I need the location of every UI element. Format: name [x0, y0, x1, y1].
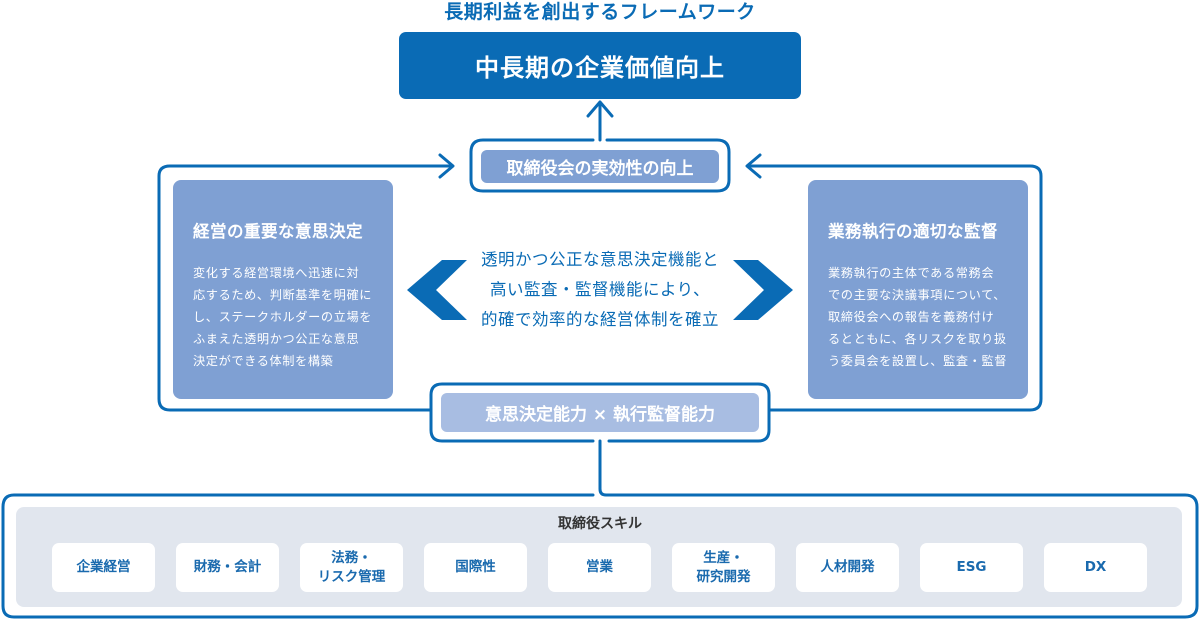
- goal-label: 中長期の企業価値向上: [475, 54, 725, 82]
- desc-line: るとともに、各リスクを取り扱: [828, 332, 1007, 346]
- capability-pill: 意思決定能力 × 執行監督能力: [441, 393, 759, 432]
- desc-line: 変化する経営環境へ迅速に対: [193, 266, 360, 280]
- desc-line: 決定ができる体制を構築: [193, 354, 334, 368]
- desc-line: ふまえた透明かつ公正な意思: [193, 332, 360, 346]
- skill-esg: ESG: [920, 543, 1023, 592]
- desc-line: し、ステークホルダーの立場を: [193, 310, 373, 324]
- desc-line: う委員会を設置し、監査・監督: [828, 354, 1008, 368]
- skill-hr-development: 人材開発: [796, 543, 899, 592]
- effectiveness-pill: 取締役会の実効性の向上: [481, 150, 719, 183]
- skill-international: 国際性: [424, 543, 527, 592]
- skill-dx: DX: [1044, 543, 1147, 592]
- decision-making-description: 変化する経営環境へ迅速に対 応するため、判断基準を明確に し、ステークホルダーの…: [193, 262, 375, 372]
- skill-label: 法務・: [331, 549, 372, 566]
- supervision-card: 業務執行の適切な監督 業務執行の主体である常務会 での主要な決議事項について、 …: [808, 180, 1028, 399]
- skill-label: 人材開発: [820, 559, 875, 575]
- skills-connector: [1, 439, 1199, 619]
- capability-frame: [429, 382, 771, 443]
- center-line: 的確で効率的な経営体制を確立: [481, 310, 719, 329]
- framework-heading: 長期利益を創出するフレームワーク: [444, 1, 756, 23]
- skill-production-rnd: 生産・研究開発: [672, 543, 775, 592]
- decision-making-title: 経営の重要な意思決定: [193, 222, 363, 241]
- up-arrow-icon: [586, 100, 614, 142]
- chevron-left-icon: [407, 260, 467, 320]
- left-arrow-icon: [745, 153, 762, 179]
- skill-legal-risk: 法務・リスク管理: [300, 543, 403, 592]
- goal-box: 中長期の企業価値向上: [399, 32, 801, 99]
- capability-label: 意思決定能力 × 執行監督能力: [484, 405, 716, 425]
- desc-line: 取締役会への報告を義務付け: [828, 310, 995, 324]
- skill-corporate-management: 企業経営: [52, 543, 155, 592]
- effectiveness-frame: [469, 138, 731, 193]
- skill-label: 生産・: [703, 549, 744, 566]
- center-line: 透明かつ公正な意思決定機能と: [481, 250, 719, 269]
- skills-title: 取締役スキル: [558, 516, 642, 532]
- desc-line: での主要な決議事項について、: [828, 288, 1007, 302]
- center-statement: 透明かつ公正な意思決定機能と 高い監査・監督機能により、 的確で効率的な経営体制…: [465, 245, 735, 335]
- supervision-description: 業務執行の主体である常務会 での主要な決議事項について、 取締役会への報告を義務…: [828, 262, 1012, 372]
- skill-label-line2: リスク管理: [317, 568, 386, 585]
- skill-label: ESG: [956, 559, 987, 575]
- right-loop-line: [746, 164, 1043, 412]
- supervision-title: 業務執行の適切な監督: [828, 222, 998, 241]
- skill-label: 営業: [586, 559, 613, 575]
- skill-label-line2: 研究開発: [696, 568, 751, 585]
- right-arrow-icon: [438, 153, 455, 179]
- skill-label: 企業経営: [76, 559, 131, 575]
- desc-line: 応するため、判断基準を明確に: [193, 288, 373, 302]
- chevron-right-icon: [733, 260, 793, 320]
- desc-line: 業務執行の主体である常務会: [828, 266, 995, 280]
- decision-making-card: 経営の重要な意思決定 変化する経営環境へ迅速に対 応するため、判断基準を明確に …: [173, 180, 393, 399]
- effectiveness-label: 取締役会の実効性の向上: [506, 159, 694, 179]
- skill-label: DX: [1084, 559, 1107, 575]
- skill-finance-accounting: 財務・会計: [176, 543, 279, 592]
- left-loop-line: [157, 164, 454, 412]
- center-line: 高い監査・監督機能により、: [489, 280, 710, 299]
- skill-sales: 営業: [548, 543, 651, 592]
- skill-label: 国際性: [455, 559, 496, 575]
- skill-label: 財務・会計: [193, 559, 262, 575]
